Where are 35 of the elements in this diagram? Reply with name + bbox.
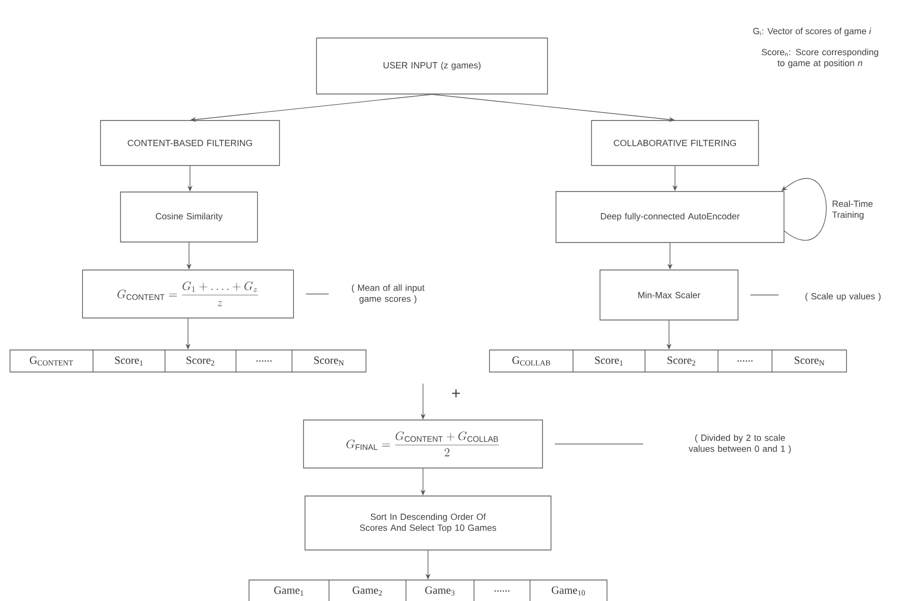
process-box: Cosine Similarity [120,192,258,242]
table-cell: Score$_{1}$ [115,356,143,366]
process-box: USER INPUT (z games) [316,38,548,94]
table-cell: ...... [256,360,272,362]
table-cell: G$_{COLLAB}$ [512,356,550,366]
edge-label: Real-Time Training [832,200,873,220]
table-cell: Game$_{10}$ [552,586,585,596]
table-cell: Game$_{1}$ [274,586,304,596]
table-cell: Game$_{2}$ [352,586,382,596]
table-cell: Score$_{2}$ [186,356,214,366]
plus-sign: + [452,389,460,398]
note-text: ( Divided by 2 to scale values between 0 and 1 ) [688,434,791,454]
score-table [489,350,847,372]
formula-box: $G_{\mathrm{FINAL}} = \frac{G_{\mathrm{CONTENT}} + G_{\mathrm{COLLAB}}}{2}$ [303,420,543,468]
leader-line [750,294,779,296]
table-cell: Game$_{3}$ [425,586,454,596]
table-cell: ...... [494,590,510,592]
score-table [10,350,366,372]
note-text: ( Mean of all input game scores ) [352,284,425,304]
process-box: Sort In Descending Order Of Scores And Select Top 10 Games [304,496,552,550]
legend-text: Score$_{n}$: Score corresponding to game at position n [762,48,878,68]
legend-text: G$_{i}$: Vector of scores of game i [753,28,872,36]
formula-box: $G_{\mathrm{CONTENT}} = \frac{G_1 + \ldots. + G_z}{z}$ [82,270,294,318]
table-cell: G$_{CONTENT}$ [30,356,73,366]
note-text: ( Scale up values ) [805,292,881,302]
table-cell: Score$_{1}$ [595,356,623,366]
table-cell: Score$_{2}$ [668,356,696,366]
table-cell: ...... [738,360,752,362]
process-box: Min-Max Scaler [600,270,738,320]
process-box: Deep fully-connected AutoEncoder [556,191,784,243]
table-cell: Score$_{N}$ [314,356,344,366]
process-box: CONTENT-BASED FILTERING [100,120,280,166]
result-table [248,580,608,601]
process-box: COLLABORATIVE FILTERING [591,120,759,166]
table-cell: Score$_{N}$ [794,356,824,366]
